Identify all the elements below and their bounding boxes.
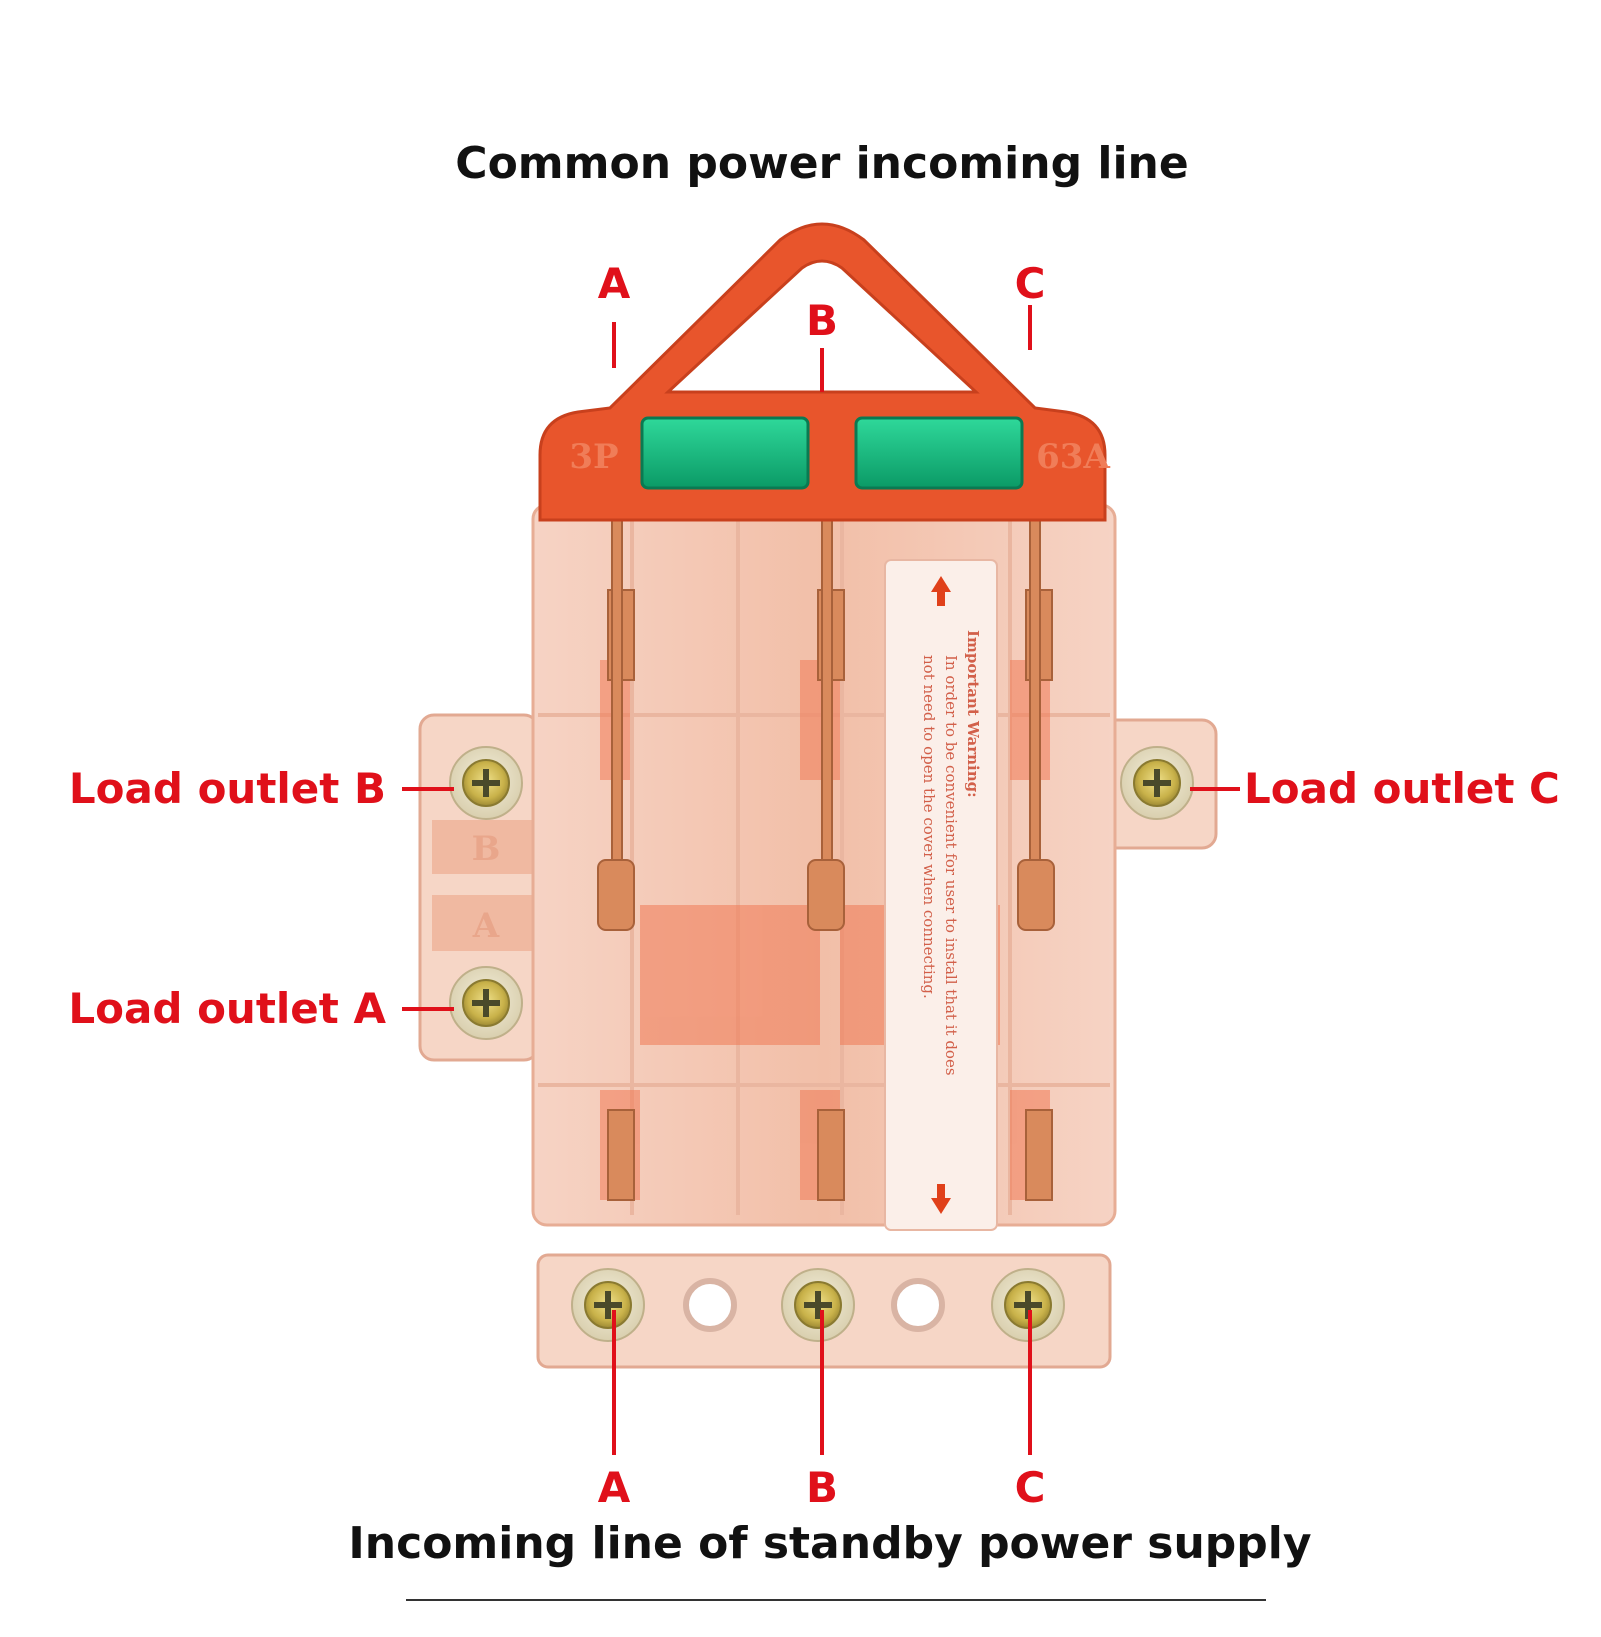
warning-line1: In order to be convenient for user to in… [942, 655, 960, 1076]
top-title: Common power incoming line [455, 138, 1188, 189]
load-outlet-a-label: Load outlet A [68, 984, 386, 1033]
top-label-a: A [598, 259, 631, 308]
handle-marking-63a: 63A [1036, 437, 1110, 477]
bottom-label-c: C [1015, 1463, 1046, 1512]
load-outlet-b-label: Load outlet B [69, 764, 386, 813]
bottom-label-b: B [806, 1463, 838, 1512]
handle-marking-3p: 3P [569, 437, 618, 477]
arrow-up-icon [931, 576, 951, 606]
warning-title: Important Warning: [964, 630, 982, 798]
side-marking-b: B [472, 829, 501, 869]
indicator-window-right [854, 416, 1024, 490]
top-label-b: B [806, 296, 838, 345]
switch-device: B A [418, 222, 1218, 1369]
arrow-down-icon [931, 1184, 951, 1214]
warning-line2: not need to open the cover when connecti… [920, 655, 938, 999]
warning-label: Important Warning: In order to be conven… [884, 559, 998, 1231]
switch-handle[interactable]: 3P 63A [538, 222, 1110, 522]
side-marking-a: A [472, 906, 500, 946]
indicator-window-left [640, 416, 810, 490]
side-leader-lines [402, 787, 1240, 1011]
bottom-title: Incoming line of standby power supply [348, 1518, 1311, 1569]
top-label-c: C [1015, 259, 1046, 308]
load-outlet-c-label: Load outlet C [1244, 764, 1560, 813]
copper-blades [597, 519, 1055, 1201]
annotations: A B C Load outlet B Load outlet A Load o… [68, 259, 1559, 1512]
top-leader-lines [612, 305, 1032, 392]
bottom-leader-lines [612, 1310, 1032, 1455]
bottom-label-a: A [598, 1463, 631, 1512]
